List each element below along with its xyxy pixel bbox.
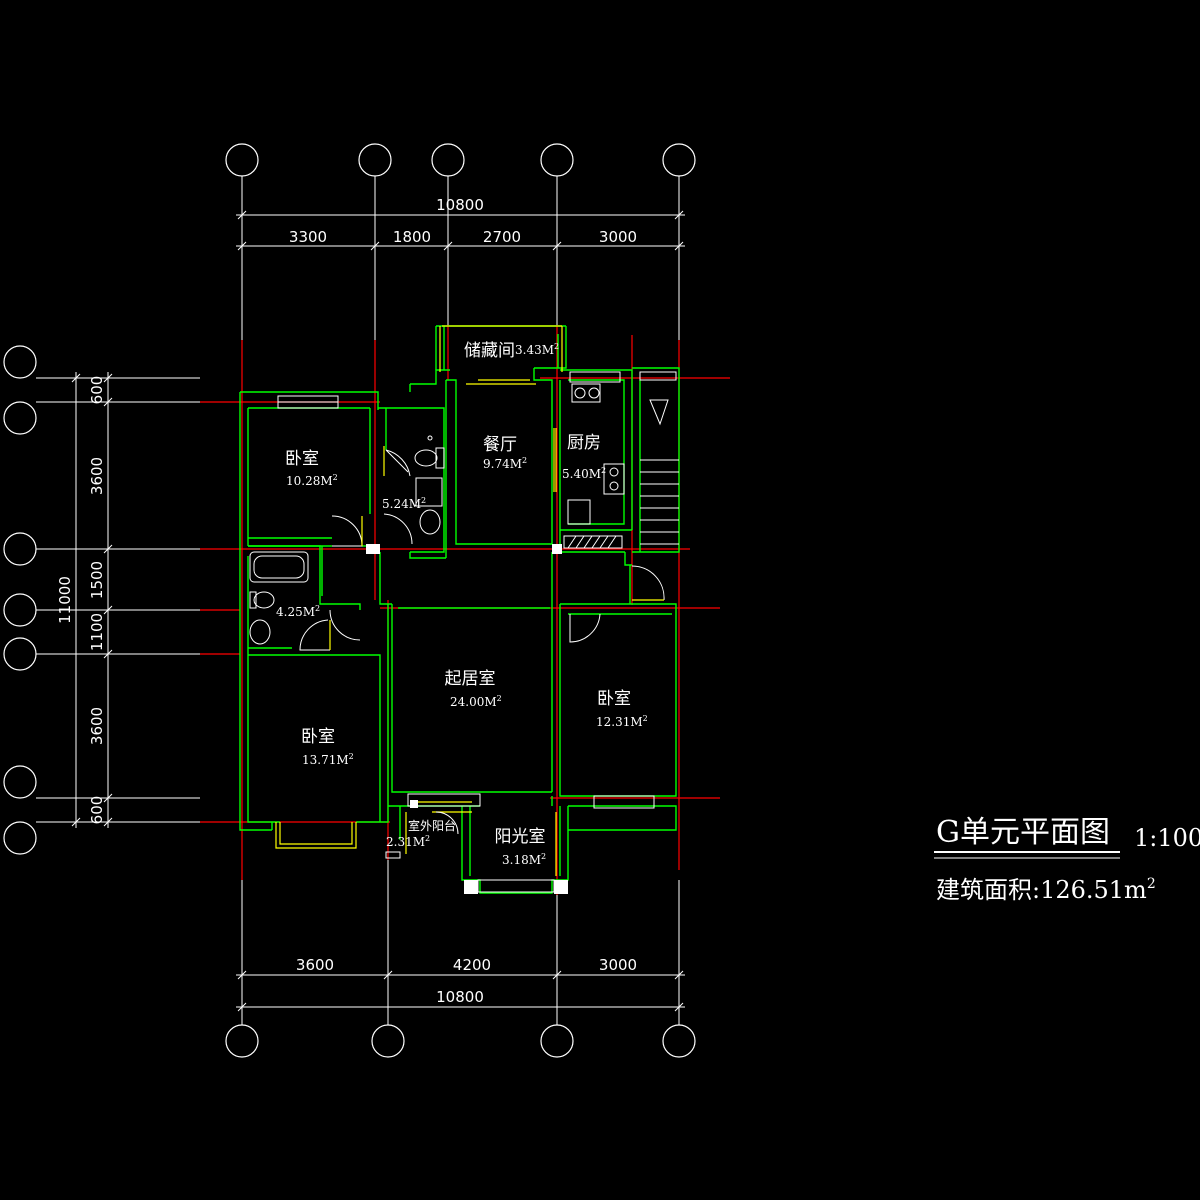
stair-steps	[640, 459, 679, 545]
room-living-name: 起居室	[445, 669, 496, 689]
room-sunroom-area: 3.18M2	[502, 852, 546, 867]
axis-bubble-left-1	[3, 345, 37, 379]
door-bedroom-sw	[329, 609, 361, 641]
dim-left-2: 3600	[88, 457, 106, 495]
column	[366, 544, 380, 554]
dimension-labels: 10800 3300 1800 2700 3000 3600 4200 3000…	[56, 196, 637, 1006]
dim-bottom-2: 4200	[453, 956, 491, 974]
window-living	[407, 793, 481, 807]
room-storage-area: 3.43M2	[515, 342, 559, 357]
door-bedroom-e	[569, 613, 601, 643]
column	[554, 880, 568, 894]
dimension-lines	[36, 176, 685, 1025]
dim-bottom-total: 10800	[436, 988, 484, 1006]
door-bath-n	[385, 449, 411, 477]
windows	[275, 325, 677, 893]
dim-left-6: 600	[88, 796, 106, 825]
room-bath-w-area: 4.25M2	[276, 604, 320, 619]
dim-bottom-3: 3000	[599, 956, 637, 974]
kitchen-vent	[563, 535, 623, 549]
axis-bubble-left-3	[3, 532, 37, 566]
room-bedroom-nw-area: 10.28M2	[286, 473, 338, 488]
bathtub-w	[249, 551, 309, 583]
room-bath-n-area: 5.24M2	[382, 496, 426, 511]
axis-bubble-top-2	[358, 143, 392, 177]
room-kitchen-area: 5.40M2	[562, 466, 606, 481]
dim-left-4: 1100	[88, 613, 106, 651]
room-dining-area: 9.74M2	[483, 456, 527, 471]
dim-left-total: 11000	[56, 576, 74, 624]
axis-bubble-top-5	[662, 143, 696, 177]
dim-left-1: 600	[88, 376, 106, 405]
axis-bubble-left-6	[3, 765, 37, 799]
dim-top-2: 1800	[393, 228, 431, 246]
column	[552, 544, 562, 554]
room-bedroom-sw-area: 13.71M2	[302, 752, 354, 767]
window-stair	[639, 371, 677, 381]
dim-top-1: 3300	[289, 228, 327, 246]
door-bedroom-nw	[331, 515, 363, 547]
kitchen-fridge	[567, 499, 591, 525]
doors	[299, 399, 669, 835]
door-bath-w	[299, 619, 330, 651]
axis-bubbles	[3, 143, 696, 1058]
title-block: G单元平面图 1:100 建筑面积:126.51m2	[934, 815, 1200, 904]
room-kitchen-name: 厨房	[567, 433, 601, 453]
window-kitchen	[569, 371, 621, 383]
room-bedroom-e-name: 卧室	[597, 689, 631, 709]
toilet-w	[253, 591, 275, 609]
room-storage-name: 储藏间	[464, 341, 515, 361]
dim-bottom-1: 3600	[296, 956, 334, 974]
room-balcony-area: 2.31M2	[386, 834, 430, 849]
dim-top-total: 10800	[436, 196, 484, 214]
stair-landing	[649, 399, 669, 426]
basin-n	[419, 509, 441, 535]
room-labels: 储藏间 3.43M2 卧室 10.28M2 5.24M2 餐厅 9.74M2 厨…	[276, 341, 648, 867]
drawing-scale: 1:100	[1134, 824, 1200, 852]
window-bedroom-e	[593, 795, 655, 809]
window-sunroom	[477, 879, 555, 893]
room-bedroom-nw-name: 卧室	[285, 449, 319, 469]
door-bath-n-lower	[383, 513, 413, 545]
room-bedroom-e-area: 12.31M2	[596, 714, 648, 729]
room-dining-name: 餐厅	[483, 435, 517, 455]
balcony-edge	[385, 851, 401, 859]
room-balcony-name: 室外阳台	[408, 818, 456, 833]
axis-bubble-left-7	[3, 821, 37, 855]
basin-w	[249, 619, 271, 645]
kitchen-stove	[603, 463, 625, 495]
toilet-n	[414, 449, 438, 467]
kitchen-sink	[571, 383, 601, 403]
room-living-area: 24.00M2	[450, 694, 502, 709]
axis-bubble-bottom-3	[540, 1024, 574, 1058]
axis-bubble-top-1	[225, 143, 259, 177]
door-entry	[631, 565, 665, 601]
axis-bubble-bottom-2	[371, 1024, 405, 1058]
dim-left-5: 3600	[88, 707, 106, 745]
room-sunroom-name: 阳光室	[495, 827, 546, 847]
axis-bubble-bottom-4	[662, 1024, 696, 1058]
column	[464, 880, 478, 894]
axis-bubble-left-4	[3, 593, 37, 627]
axis-bubble-left-5	[3, 637, 37, 671]
axis-bubble-top-4	[540, 143, 574, 177]
room-bedroom-sw-name: 卧室	[301, 727, 335, 747]
washer-n	[415, 477, 443, 507]
fixtures	[249, 383, 679, 894]
axis-bubble-left-2	[3, 401, 37, 435]
dim-top-4: 3000	[599, 228, 637, 246]
dim-top-3: 2700	[483, 228, 521, 246]
column	[410, 800, 418, 808]
axis-bubble-bottom-1	[225, 1024, 259, 1058]
drawing-title: G单元平面图	[936, 815, 1110, 850]
door-balcony	[435, 811, 459, 835]
axis-bubble-top-3	[431, 143, 465, 177]
dim-left-3: 1500	[88, 561, 106, 599]
building-area: 建筑面积:126.51m2	[936, 876, 1156, 904]
